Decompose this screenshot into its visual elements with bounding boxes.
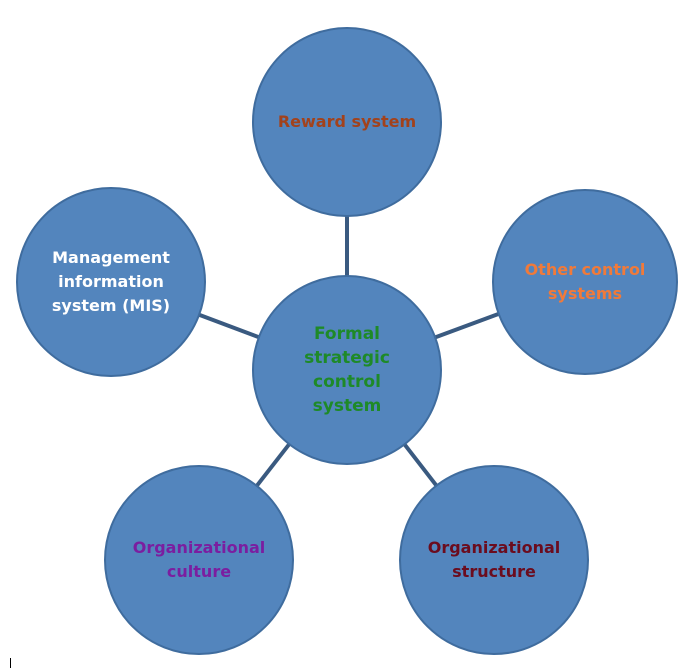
node-management-information-system-label-line: information bbox=[58, 272, 164, 291]
node-reward-system: Reward system bbox=[252, 27, 442, 217]
center-node-formal-strategic-control-system-label-line: strategic bbox=[304, 348, 390, 368]
node-organizational-culture-label-line: Organizational bbox=[133, 538, 266, 557]
node-management-information-system: Management information system (MIS) bbox=[16, 187, 206, 377]
center-node-formal-strategic-control-system-label: Formal strategic control system bbox=[304, 324, 390, 416]
text-cursor-mark bbox=[10, 658, 11, 668]
node-management-information-system-circle bbox=[16, 187, 206, 377]
node-organizational-structure-circle bbox=[399, 465, 589, 655]
connector-organizational-culture bbox=[255, 442, 291, 488]
node-other-control-systems-circle bbox=[492, 189, 678, 375]
node-organizational-structure-label: Organizational structure bbox=[428, 538, 561, 581]
node-organizational-culture: Organizational culture bbox=[104, 465, 294, 655]
center-node-formal-strategic-control-system-label-line: Formal bbox=[314, 324, 380, 344]
node-other-control-systems: Other control systems bbox=[492, 189, 678, 375]
node-management-information-system-label-line: system (MIS) bbox=[52, 296, 170, 315]
connector-other-control-systems bbox=[434, 312, 500, 340]
node-organizational-structure-label-line: structure bbox=[452, 562, 536, 581]
node-reward-system-circle bbox=[252, 27, 442, 217]
connector-lines bbox=[198, 216, 500, 488]
node-reward-system-label-line: Reward system bbox=[278, 112, 416, 131]
center-node-formal-strategic-control-system-label-line: system bbox=[313, 396, 382, 416]
connector-management-information-system bbox=[198, 312, 260, 340]
center-node-formal-strategic-control-system-circle bbox=[252, 275, 442, 465]
node-organizational-culture-label-line: culture bbox=[167, 562, 231, 581]
node-other-control-systems-label: Other control systems bbox=[525, 260, 646, 303]
node-other-control-systems-label-line: systems bbox=[548, 284, 622, 303]
node-organizational-structure: Organizational structure bbox=[399, 465, 589, 655]
node-organizational-culture-label: Organizational culture bbox=[133, 538, 266, 581]
connector-organizational-structure bbox=[402, 443, 439, 487]
node-management-information-system-label-line: Management bbox=[52, 248, 170, 267]
node-other-control-systems-label-line: Other control bbox=[525, 260, 646, 279]
node-management-information-system-label: Management information system (MIS) bbox=[52, 248, 170, 315]
node-reward-system-label: Reward system bbox=[278, 112, 416, 131]
center-node-formal-strategic-control-system: Formal strategic control system bbox=[252, 275, 442, 465]
node-organizational-culture-circle bbox=[104, 465, 294, 655]
center-node-formal-strategic-control-system-label-line: control bbox=[313, 372, 381, 392]
node-organizational-structure-label-line: Organizational bbox=[428, 538, 561, 557]
